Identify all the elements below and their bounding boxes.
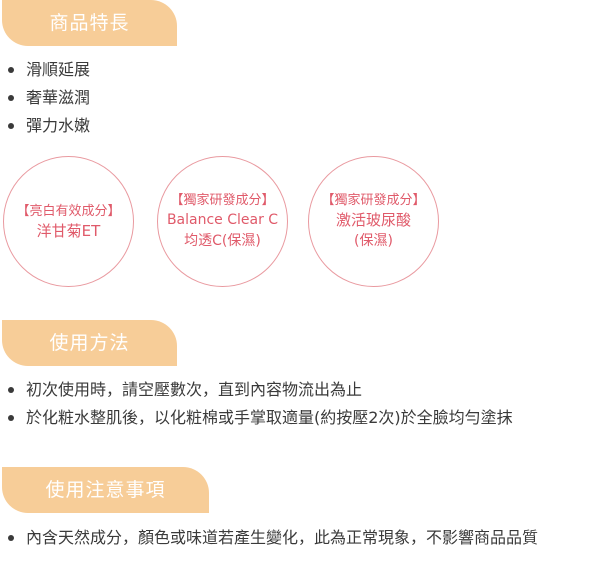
badge-name: Balance Clear C (166, 212, 279, 228)
features-list: 滑順延展 奢華滋潤 彈力水嫩 (8, 56, 90, 140)
usage-header: 使用方法 (2, 320, 177, 366)
list-item-text: 內含天然成分，顏色或味道若產生變化，此為正常現象，不影響商品品質 (26, 528, 539, 547)
badge-name: 激活玻尿酸 (335, 211, 411, 229)
list-item: 奢華滋潤 (8, 84, 90, 112)
list-item-text: 於化粧水整肌後，以化粧棉或手掌取適量(約按壓2次)於全臉均勻塗抹 (26, 408, 513, 427)
list-item-text: 彈力水嫩 (26, 116, 91, 135)
badge-tag: 【獨家研發成分】 (321, 193, 426, 208)
ingredient-badge: 【獨家研發成分】 激活玻尿酸 (保濕) (308, 156, 439, 287)
list-item-text: 滑順延展 (26, 60, 91, 79)
list-item-text: 奢華滋潤 (26, 88, 91, 107)
list-item: 初次使用時，請空壓數次，直到內容物流出為止 (8, 376, 513, 404)
bullet-dot (8, 95, 14, 101)
badge-tag: 【亮白有效成分】 (16, 203, 121, 219)
badge-name-sub: 均透C(保濕) (184, 233, 261, 249)
notes-list: 內含天然成分，顏色或味道若產生變化，此為正常現象，不影響商品品質 (8, 524, 538, 552)
list-item: 彈力水嫩 (8, 112, 90, 140)
badge-name: 洋甘菊ET (36, 221, 101, 240)
badge-name-sub: (保濕) (354, 233, 393, 249)
ingredient-badge: 【亮白有效成分】 洋甘菊ET (3, 156, 134, 287)
features-header: 商品特長 (2, 0, 177, 46)
badge-tag: 【獨家研發成分】 (170, 193, 275, 208)
usage-list: 初次使用時，請空壓數次，直到內容物流出為止 於化粧水整肌後，以化粧棉或手掌取適量… (8, 376, 513, 432)
bullet-dot (8, 387, 14, 393)
list-item: 內含天然成分，顏色或味道若產生變化，此為正常現象，不影響商品品質 (8, 524, 538, 552)
bullet-dot (8, 123, 14, 129)
list-item: 滑順延展 (8, 56, 90, 84)
list-item: 於化粧水整肌後，以化粧棉或手掌取適量(約按壓2次)於全臉均勻塗抹 (8, 404, 513, 432)
list-item-text: 初次使用時，請空壓數次，直到內容物流出為止 (26, 380, 363, 399)
bullet-dot (8, 67, 14, 73)
bullet-dot (8, 415, 14, 421)
notes-header: 使用注意事項 (2, 467, 209, 513)
ingredient-badge: 【獨家研發成分】 Balance Clear C 均透C(保濕) (157, 156, 288, 287)
bullet-dot (8, 535, 14, 541)
